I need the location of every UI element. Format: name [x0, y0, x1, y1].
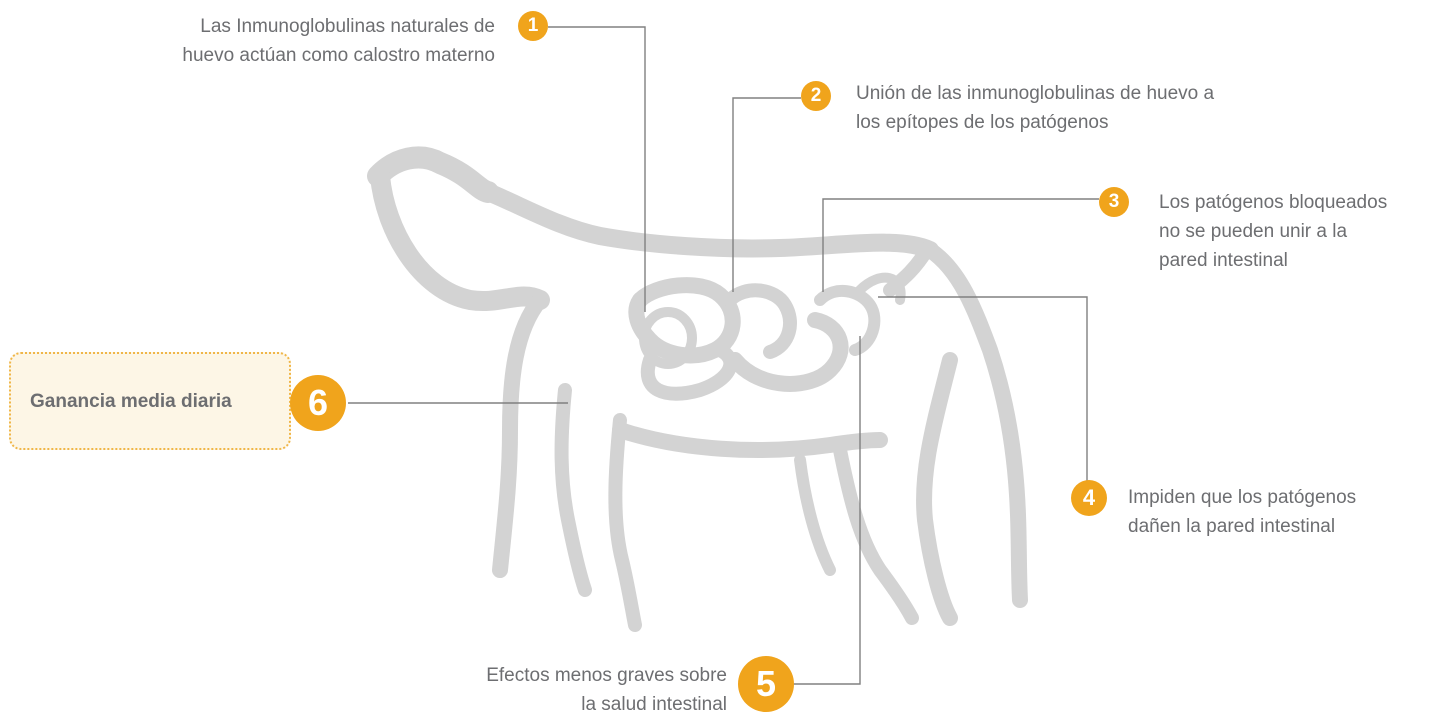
step-6-text: Ganancia media diaria	[30, 387, 232, 416]
step-5-line-1: Efectos menos graves sobre	[486, 665, 727, 686]
step-4-text: Impiden que los patógenos dañen la pared…	[1128, 483, 1428, 541]
step-5-number: 5	[755, 663, 777, 704]
step-4-line-1: Impiden que los patógenos	[1128, 487, 1357, 508]
step-3-line-1: Los patógenos bloqueados	[1159, 192, 1388, 213]
step-2-badge: 2	[801, 81, 831, 111]
step-3-number: 3	[1108, 191, 1120, 212]
step-1-number: 1	[527, 15, 539, 36]
step-5-line-2: la salud intestinal	[581, 694, 727, 715]
connector-3	[822, 198, 1099, 292]
connector-2	[732, 97, 801, 292]
step-2-text: Unión de las inmunoglobulinas de huevo a…	[856, 79, 1316, 137]
step-3-line-3: pared intestinal	[1159, 250, 1288, 271]
step-3-text: Los patógenos bloqueados no se pueden un…	[1159, 188, 1449, 275]
connector-1	[548, 26, 646, 312]
step-6-number: 6	[307, 382, 329, 423]
step-3-badge: 3	[1099, 187, 1129, 217]
step-5-text: Efectos menos graves sobre la salud inte…	[400, 661, 727, 719]
step-6-line-1: Ganancia media diaria	[30, 391, 232, 412]
step-2-line-2: los epítopes de los patógenos	[856, 112, 1109, 133]
step-2-line-1: Unión de las inmunoglobulinas de huevo a	[856, 83, 1215, 104]
step-4-number: 4	[1082, 485, 1096, 510]
step-4-badge: 4	[1071, 480, 1107, 516]
step-2-number: 2	[810, 85, 822, 106]
step-4-line-2: dañen la pared intestinal	[1128, 516, 1336, 537]
step-5-badge: 5	[738, 656, 794, 712]
connector-4	[878, 296, 1088, 494]
connector-5	[790, 336, 861, 685]
step-1-text: Las Inmunoglobulinas naturales de huevo …	[110, 12, 495, 70]
step-3-line-2: no se pueden unir a la	[1159, 221, 1348, 242]
step-1-line-2: huevo actúan como calostro materno	[182, 45, 495, 66]
step-6-badge: 6	[290, 375, 346, 431]
step-1-line-1: Las Inmunoglobulinas naturales de	[200, 16, 495, 37]
step-1-badge: 1	[518, 11, 548, 41]
